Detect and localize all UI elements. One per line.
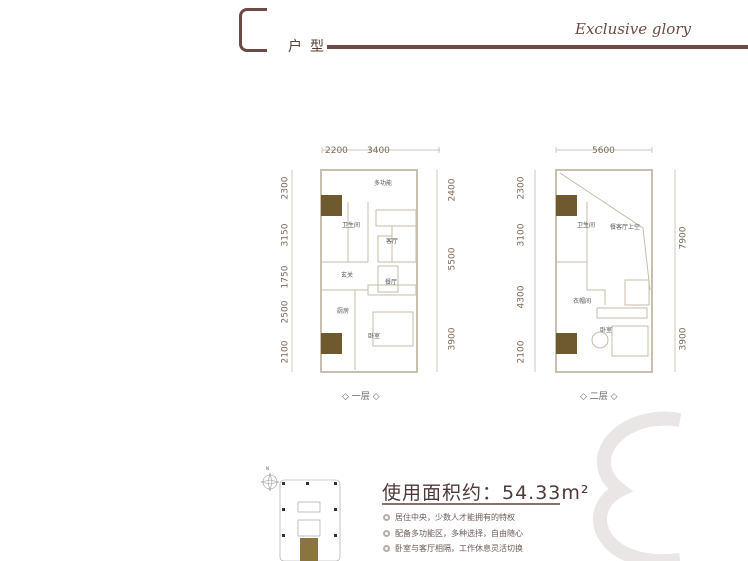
- room-label: 卧室: [368, 333, 381, 340]
- feature-text: 配备多功能区，多种选择，自由随心: [395, 529, 523, 538]
- dim-left: 4300: [516, 285, 527, 309]
- dim-left: 3150: [280, 223, 291, 247]
- bullet-icon: [383, 545, 390, 552]
- feature-bullet: 配备多功能区，多种选择，自由随心: [383, 528, 523, 539]
- room-label: 卫生间: [342, 222, 361, 229]
- tagline: Exclusive glory: [575, 20, 691, 38]
- room-label: 衣帽间: [573, 298, 592, 305]
- header-rule: [327, 45, 748, 49]
- dim-right: 7900: [678, 226, 689, 250]
- dim-left: 2100: [280, 340, 291, 364]
- room-label: 玄关: [341, 272, 354, 279]
- floor-plan-1: [291, 147, 440, 373]
- feature-text: 卧室与客厅相隔，工作休息灵活切换: [395, 544, 523, 553]
- room-label: 卫生间: [577, 222, 596, 229]
- room-label: 厨房: [337, 308, 350, 315]
- page-title: 户型: [288, 39, 332, 55]
- dim-right: 3900: [447, 327, 458, 351]
- feature-text: 居住中央，少数人才能拥有的特权: [395, 513, 515, 522]
- usable-area: 使用面积约：54.33m²: [382, 482, 590, 504]
- header-bracket: [239, 8, 267, 52]
- room-label: 客厅: [386, 238, 399, 245]
- floor-name: 一层: [351, 392, 370, 402]
- dim-top: 3400: [367, 146, 390, 156]
- dim-left: 1750: [280, 265, 291, 289]
- dim-left: 2300: [516, 176, 527, 200]
- area-rule: [382, 503, 560, 505]
- dim-left: 2500: [280, 300, 291, 324]
- dim-right: 5500: [447, 247, 458, 271]
- floor-label-2: ◇ 二层 ◇: [580, 392, 618, 402]
- dim-left: 2300: [280, 176, 291, 200]
- dim-right: 3900: [678, 327, 689, 351]
- room-label: 餐客厅上空: [610, 224, 641, 231]
- feature-bullet: 卧室与客厅相隔，工作休息灵活切换: [383, 543, 523, 554]
- bullet-icon: [383, 514, 390, 521]
- building-key-plan: [260, 472, 341, 561]
- dim-top: 5600: [592, 146, 615, 156]
- floor-plan-2: [534, 147, 676, 373]
- bullet-icon: [383, 530, 390, 537]
- dim-top: 2200: [325, 146, 348, 156]
- room-label: 卧室: [600, 327, 613, 334]
- dim-left: 3100: [516, 223, 527, 247]
- floor-label-1: ◇ 一层 ◇: [342, 392, 380, 402]
- dim-right: 2400: [447, 178, 458, 202]
- room-label: 多功能: [374, 180, 393, 187]
- feature-bullet: 居住中央，少数人才能拥有的特权: [383, 512, 515, 523]
- decorative-e-watermark: [593, 411, 682, 561]
- floor-name: 二层: [589, 392, 608, 402]
- dim-left: 2100: [516, 340, 527, 364]
- room-label: 餐厅: [385, 279, 398, 286]
- compass-north: N: [266, 466, 269, 471]
